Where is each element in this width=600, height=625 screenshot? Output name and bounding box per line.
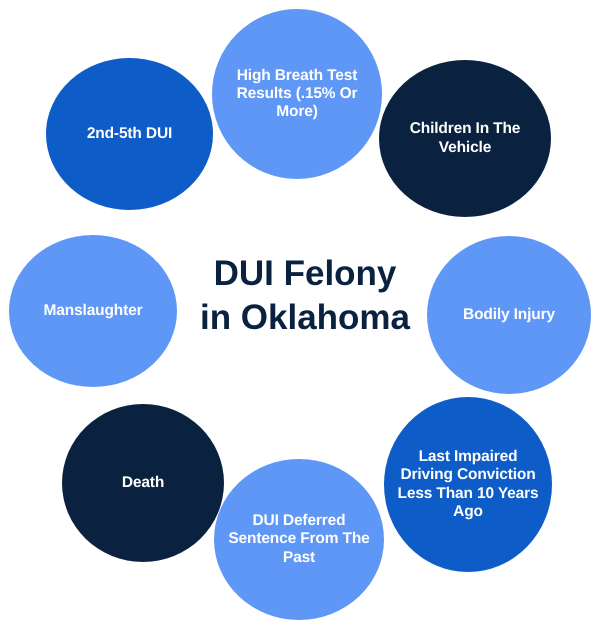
factor-circle-dui-deferred-sentence: DUI Deferred Sentence From The Past	[214, 459, 384, 620]
factor-label: DUI Deferred Sentence From The Past	[228, 512, 370, 566]
factor-label: High Breath Test Results (.15% Or More)	[236, 66, 358, 121]
factor-circle-manslaughter: Manslaughter	[9, 235, 177, 387]
center-title: DUI Felony in Oklahoma	[170, 243, 440, 349]
title-line-1: DUI Felony	[213, 254, 397, 294]
factor-label: Last Impaired Driving Conviction Less Th…	[397, 447, 539, 520]
factor-circle-children-in-the-vehicle: Children In The Vehicle	[379, 60, 551, 217]
factor-circle-high-breath-test: High Breath Test Results (.15% Or More)	[212, 9, 382, 179]
factor-circle-2nd-5th-dui: 2nd-5th DUI	[46, 58, 213, 210]
factor-circle-last-impaired-driving-conviction: Last Impaired Driving Conviction Less Th…	[384, 397, 552, 572]
factor-label: Death	[121, 473, 165, 491]
factor-circle-bodily-injury: Bodily Injury	[427, 236, 591, 394]
factor-circle-death: Death	[62, 404, 224, 562]
factor-label: Bodily Injury	[463, 305, 555, 323]
factor-label: Manslaughter	[43, 301, 143, 319]
factor-label: Children In The Vehicle	[409, 120, 521, 156]
title-line-2: in Oklahoma	[199, 298, 411, 337]
factor-label: 2nd-5th DUI	[86, 124, 173, 142]
